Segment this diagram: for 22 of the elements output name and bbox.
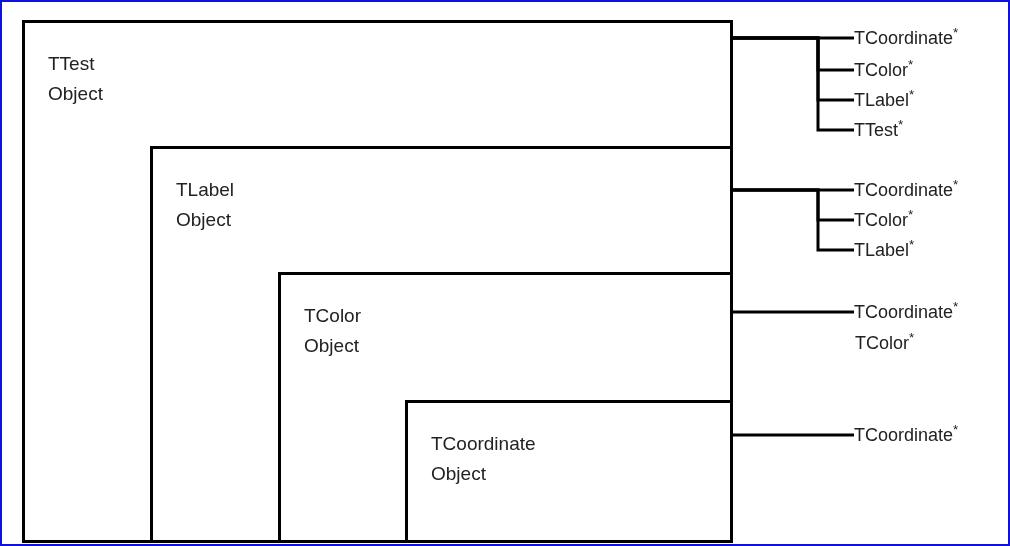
class-name: TTest$^{*}$ bbox=[854, 119, 904, 141]
class-name: TColor$^{*}$ bbox=[854, 59, 914, 81]
class-name: TCoordinate$^{*}$ bbox=[854, 424, 959, 446]
class-name: TCoordinate$^{*}$ bbox=[854, 301, 959, 323]
nested-box bbox=[150, 146, 733, 543]
nested-box bbox=[405, 400, 733, 543]
class-name: TLabel$^{*}$ bbox=[854, 239, 915, 261]
class-name: TLabel$^{*}$ bbox=[854, 89, 915, 111]
connector-line bbox=[731, 310, 854, 314]
box-title: TLabel Object bbox=[176, 178, 235, 232]
class-name: TCoordinate$^{*}$ bbox=[854, 179, 959, 201]
class-name: TColor$^{*}$ bbox=[854, 209, 914, 231]
box-title: TCoordinate Object bbox=[431, 432, 536, 486]
connector-line bbox=[731, 188, 854, 252]
nested-box bbox=[22, 20, 733, 543]
connector-line bbox=[731, 36, 854, 132]
box-title: TColor Object bbox=[304, 304, 361, 358]
box-title: TTest Object bbox=[48, 52, 103, 106]
class-name: TCoordinate$^{*}$ bbox=[854, 27, 959, 49]
nested-box bbox=[278, 272, 733, 543]
connector-line bbox=[731, 433, 854, 437]
class-name: TColor$^{*}$ bbox=[855, 332, 915, 354]
